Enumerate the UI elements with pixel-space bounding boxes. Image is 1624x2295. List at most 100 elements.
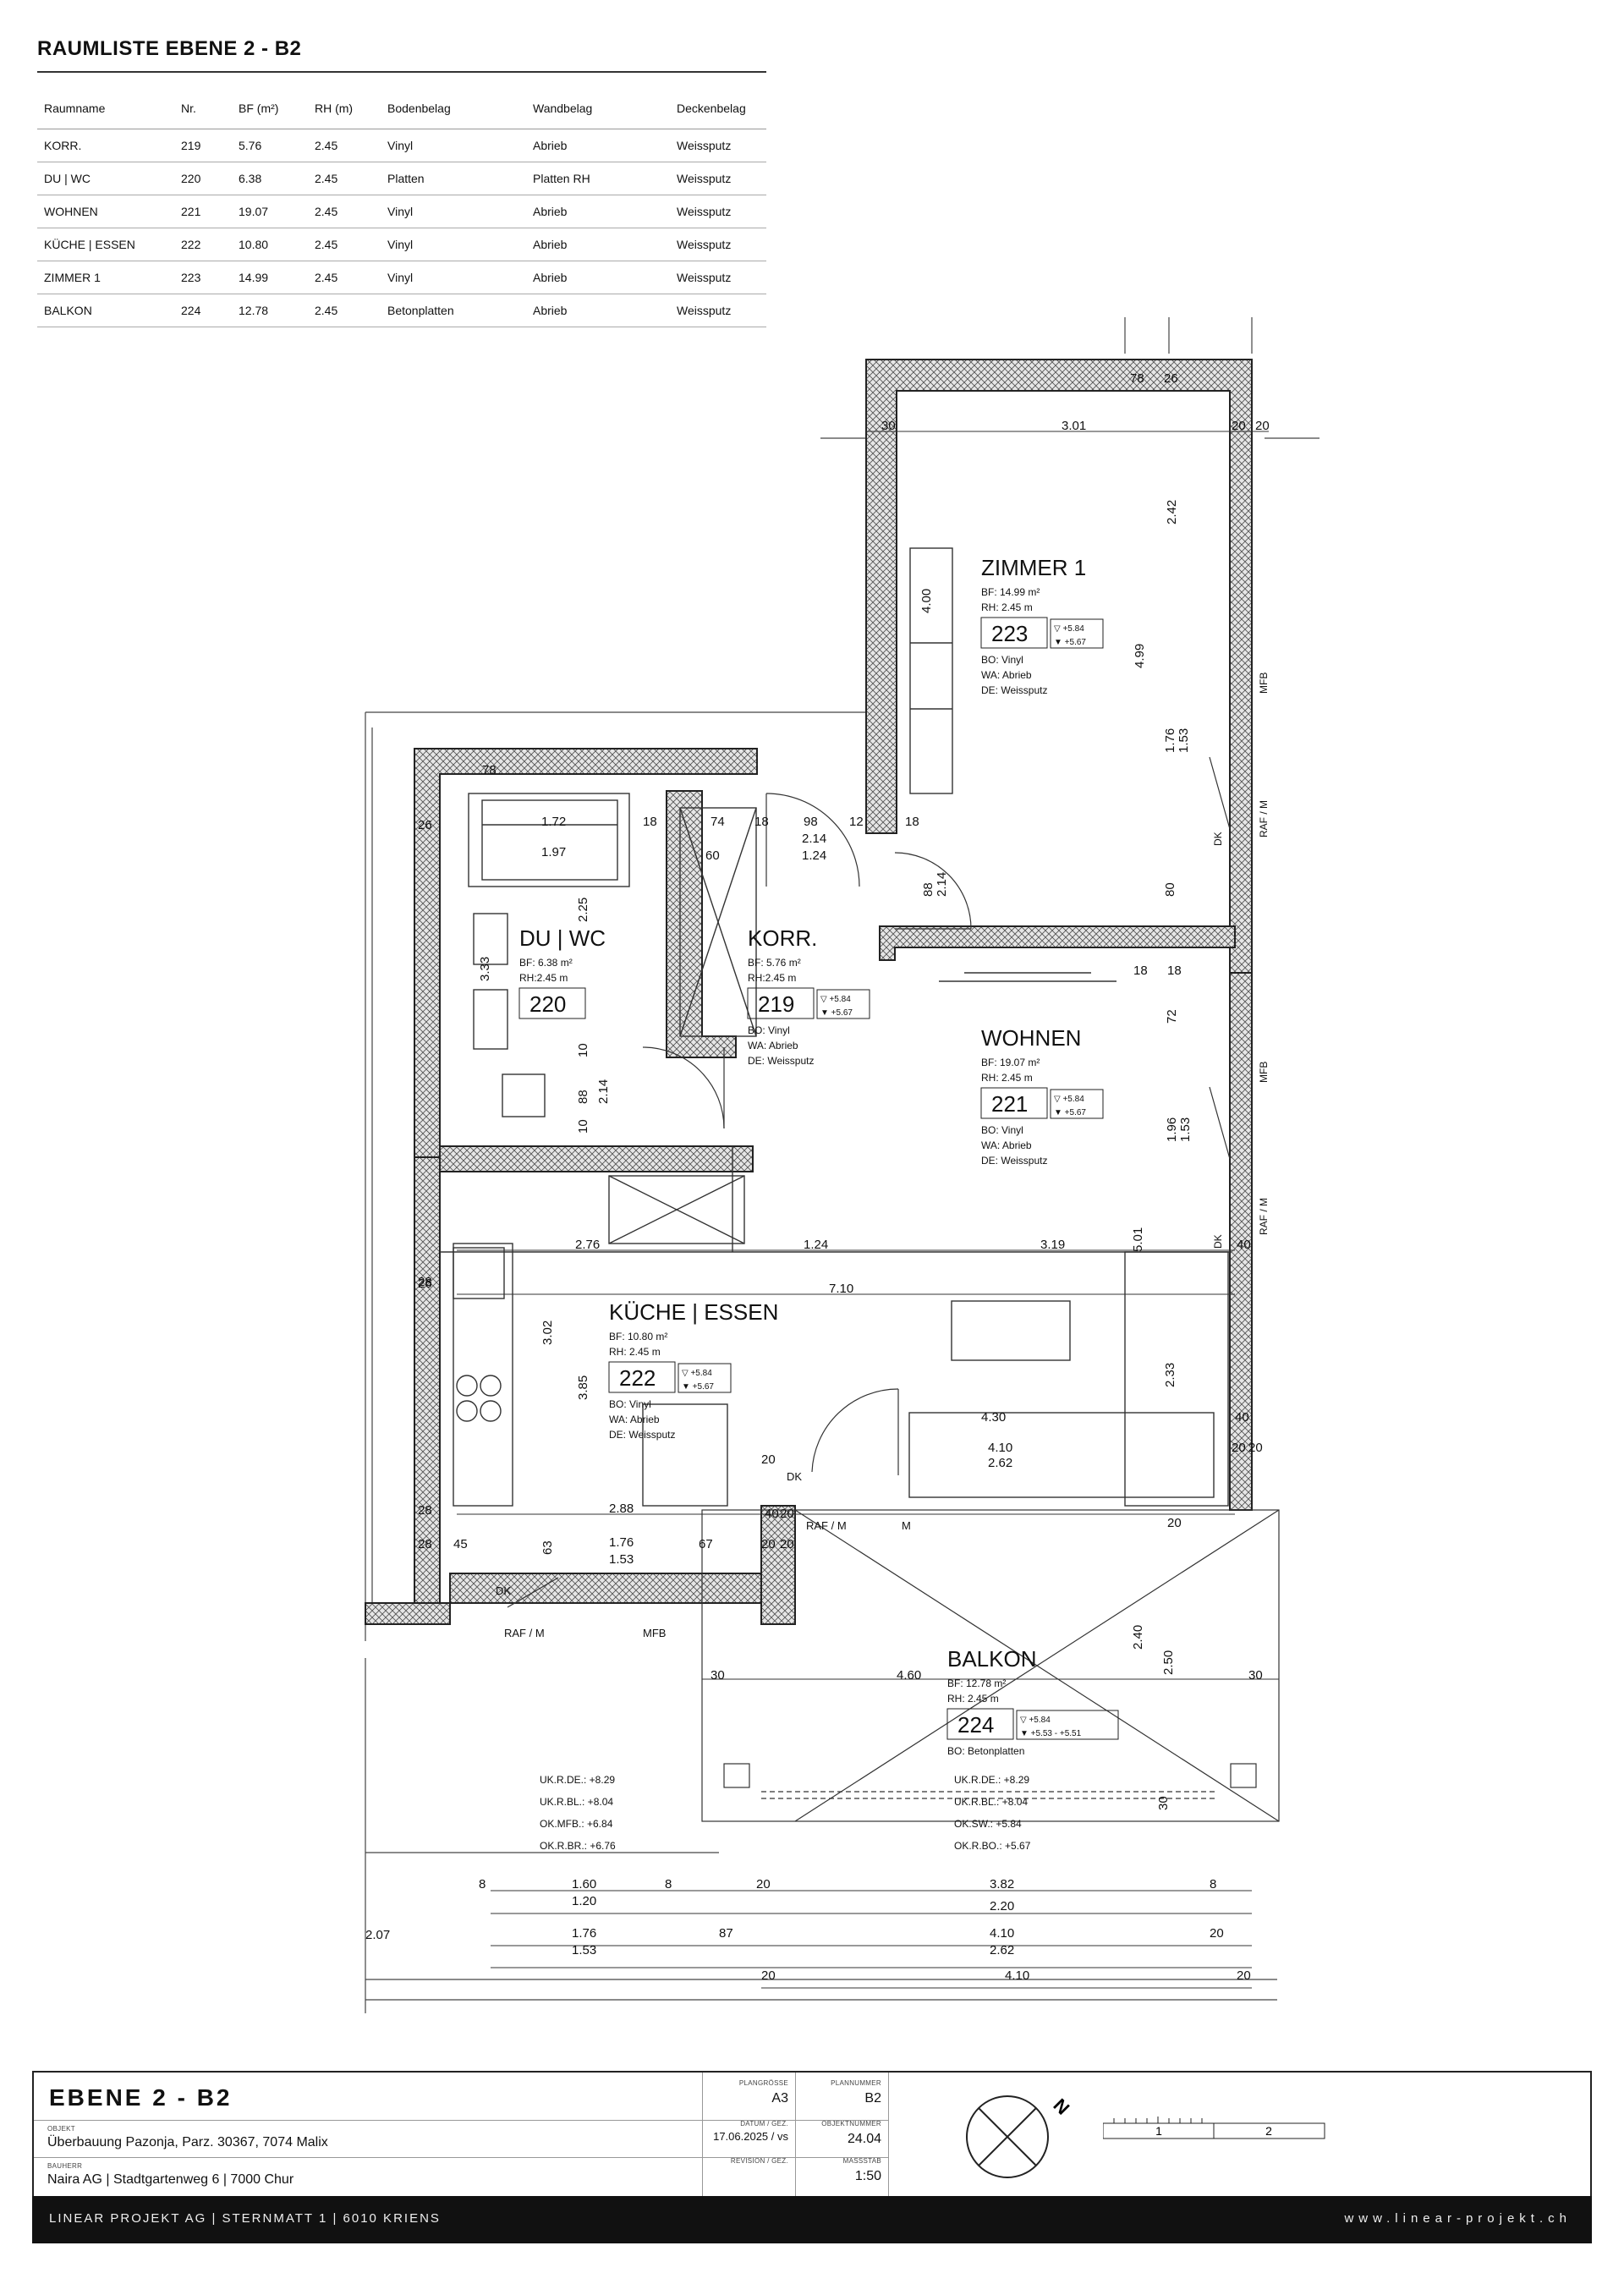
dimension-label: 28	[418, 1503, 432, 1518]
dimension-label: 2.20	[990, 1899, 1014, 1913]
room-height: RH: 2.45 m	[981, 1072, 1033, 1084]
door-swings	[507, 756, 1231, 1608]
room-height: RH: 2.45 m	[609, 1346, 661, 1358]
dimension-label: 80	[1163, 882, 1177, 897]
dimension-label: 88	[921, 882, 935, 897]
level-bottom: ▼ +5.67	[1054, 1108, 1086, 1117]
dimension-label: 1.76	[572, 1926, 596, 1941]
dimension-label: 8	[665, 1877, 672, 1891]
room-area: BF: 19.07 m²	[981, 1057, 1040, 1068]
dimension-label: 72	[1165, 1009, 1179, 1024]
title-block-plan-title: EBENE 2 - B2	[49, 2084, 233, 2111]
room-height: RH:2.45 m	[519, 972, 568, 984]
level-bottom: ▼ +5.67	[820, 1008, 853, 1018]
plangroesse-label: PLANGRÖSSE	[738, 2079, 788, 2087]
wall-finish: WA: Abrieb	[609, 1414, 660, 1425]
mfb-label-3: MFB	[643, 1627, 666, 1639]
room-name: KÜCHE | ESSEN	[609, 1299, 778, 1325]
north-label: N	[1049, 2095, 1073, 2119]
interior-lines	[440, 547, 1230, 1507]
dimension-label: 2.25	[576, 898, 590, 922]
dimension-label: 20	[761, 1968, 776, 1983]
planname-label: PLANNUMMER	[831, 2079, 881, 2087]
dimension-label: 20	[761, 1537, 776, 1551]
dimension-label: 18	[643, 815, 657, 829]
raf-label-3: RAF / M	[806, 1519, 847, 1532]
room-list-cell: 2.45	[308, 294, 381, 327]
level-bottom: ▼ +5.67	[1054, 638, 1086, 647]
dimension-label: 2.62	[990, 1943, 1014, 1957]
level-box	[1050, 1089, 1104, 1119]
dimension-label: 3.01	[1062, 419, 1086, 433]
balkon-level-note: OK.MFB.: +6.84	[540, 1818, 613, 1830]
dk-label-3: DK	[787, 1470, 802, 1483]
room-list-cell: Vinyl	[381, 129, 526, 162]
dimension-label: 1.24	[802, 848, 826, 863]
room-number: 223	[991, 621, 1028, 646]
dimension-label: 2.76	[575, 1238, 600, 1252]
dimension-label: 5.01	[1131, 1227, 1145, 1252]
dimension-label: 4.30	[981, 1410, 1006, 1425]
ceiling-finish: DE: Weissputz	[981, 684, 1047, 696]
floor-finish: BO: Betonplatten	[947, 1745, 1024, 1757]
room-list-cell: Platten RH	[526, 162, 670, 195]
balkon-level-note: OK.R.BO.: +5.67	[954, 1840, 1031, 1852]
balkon-level-note: UK.R.DE.: +8.29	[954, 1774, 1029, 1786]
dimension-label: 30	[710, 1668, 725, 1683]
balkon-level-note: OK.R.BR.: +6.76	[540, 1840, 616, 1852]
dimension-label: 1.97	[541, 845, 566, 859]
dimension-label: 26	[1164, 371, 1178, 386]
dimension-label: 1.20	[572, 1894, 596, 1908]
room-area: BF: 10.80 m²	[609, 1331, 667, 1342]
dimension-label: 2.14	[802, 832, 826, 846]
dimension-label: 2.07	[365, 1928, 390, 1942]
room-list-cell: Weissputz	[670, 195, 766, 228]
dimension-label: 20	[1232, 419, 1246, 433]
tb-divider	[34, 2157, 888, 2158]
dimension-label: 3.33	[478, 957, 492, 981]
dimension-label: 2.62	[988, 1456, 1012, 1470]
dimension-label: 63	[540, 1540, 555, 1555]
dimension-label: 1.96	[1165, 1117, 1179, 1142]
room-list-header-cell: Wandbelag	[526, 91, 670, 129]
room-number-box	[747, 987, 815, 1019]
dimension-label: 2.40	[1131, 1625, 1145, 1650]
dimension-label: 28	[418, 1275, 432, 1289]
dimension-label: 26	[418, 1277, 432, 1291]
objektnr-value: 24.04	[847, 2132, 881, 2146]
room-list-cell: Vinyl	[381, 261, 526, 294]
room-list-cell: 224	[174, 294, 232, 327]
planname-value: B2	[864, 2091, 881, 2106]
dimension-label: 1.76	[609, 1535, 634, 1550]
room-list-cell: Weissputz	[670, 261, 766, 294]
room-list-cell: Abrieb	[526, 129, 670, 162]
objektnr-label: OBJEKTNUMMER	[821, 2120, 881, 2128]
footer-website[interactable]: www.linear-projekt.ch	[1344, 2211, 1572, 2226]
room-number-box	[980, 617, 1048, 649]
room-list-rule	[37, 71, 766, 73]
wall-finish: WA: Abrieb	[981, 1139, 1032, 1151]
dimension-label: 1.53	[1178, 1117, 1193, 1142]
dimension-label: 20	[1167, 1516, 1182, 1530]
objekt-label: OBJEKT	[47, 2125, 75, 2133]
dimension-label: 40	[1237, 1238, 1251, 1252]
dimension-label: 88	[576, 1090, 590, 1104]
dimension-label: 67	[699, 1537, 713, 1551]
ceiling-finish: DE: Weissputz	[748, 1055, 814, 1067]
tb-divider	[702, 2073, 703, 2196]
dimension-label: 2.14	[935, 872, 949, 897]
dimension-label: 20	[1255, 419, 1270, 433]
room-number: 219	[758, 991, 794, 1017]
dimension-label: 60	[705, 848, 720, 863]
scale-bar: 1 2	[1103, 2117, 1325, 2139]
room-height: RH:2.45 m	[748, 972, 796, 984]
room-name: DU | WC	[519, 925, 606, 951]
